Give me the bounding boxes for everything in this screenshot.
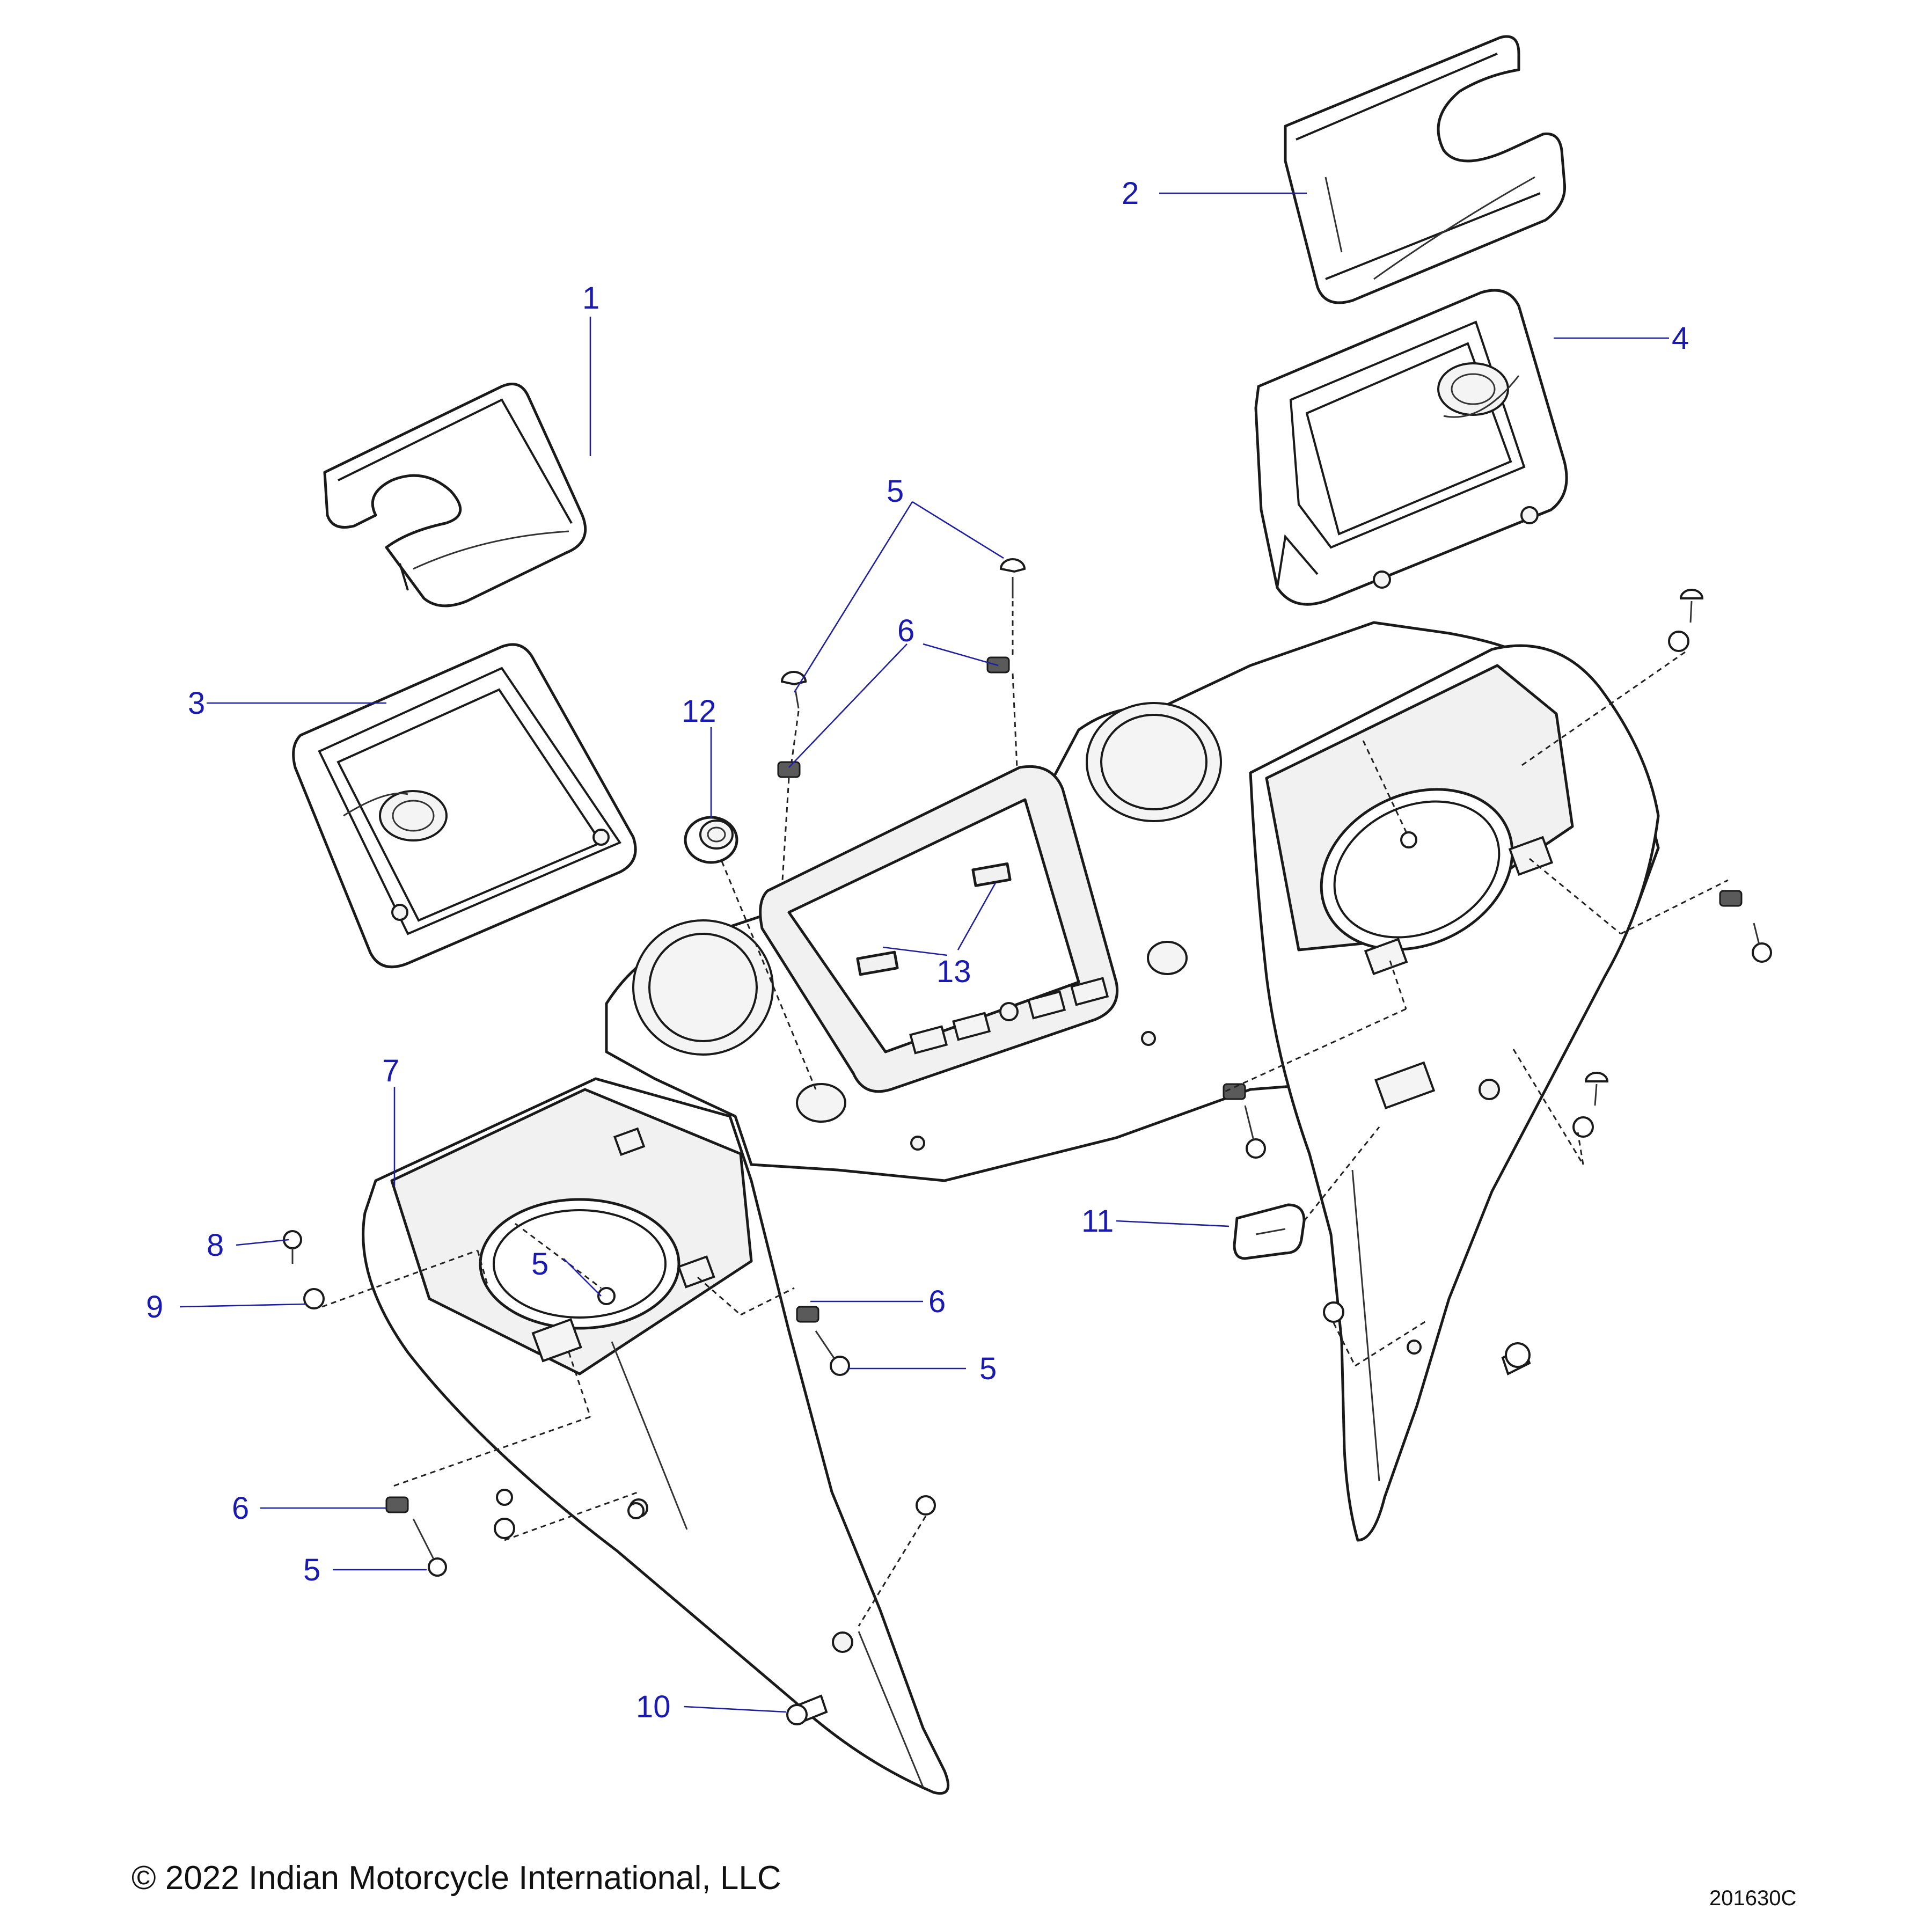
callout-2: 2 — [1122, 176, 1139, 211]
callout-13: 13 — [936, 954, 971, 989]
part-11-cover-plate — [1233, 1203, 1306, 1260]
callout-labels: 1 2 3 4 5 5 5 5 6 6 6 7 8 9 10 11 12 13 — [146, 176, 1689, 1724]
drawing-number: 201630C — [1709, 1886, 1796, 1910]
callout-6: 6 — [232, 1491, 249, 1526]
callout-6: 6 — [897, 613, 914, 648]
callout-5: 5 — [303, 1553, 320, 1587]
callout-leader-lines — [179, 192, 1669, 1713]
part-1-left-speaker-cover — [323, 383, 587, 608]
callout-11: 11 — [1081, 1204, 1114, 1239]
callout-9: 9 — [146, 1290, 163, 1324]
part-7-inner-fairing — [362, 621, 1660, 1795]
part-4-right-speaker-bezel — [1254, 289, 1568, 606]
callout-3: 3 — [188, 686, 205, 721]
hardware-fasteners — [283, 558, 1772, 1725]
callout-6: 6 — [928, 1284, 946, 1319]
part-12-trim-grommet — [684, 816, 738, 864]
part-3-left-speaker-bezel — [292, 643, 637, 969]
callout-5: 5 — [531, 1247, 548, 1282]
part-13-display-labels — [856, 862, 1012, 976]
copyright-notice: © 2022 Indian Motorcycle International, … — [131, 1860, 781, 1897]
part-2-right-speaker-cover — [1284, 35, 1567, 304]
callout-10: 10 — [636, 1689, 671, 1724]
callout-8: 8 — [207, 1228, 224, 1263]
callout-12: 12 — [682, 694, 716, 729]
assembly-dashed-lines — [321, 601, 1729, 1627]
callout-4: 4 — [1672, 321, 1689, 356]
callout-7: 7 — [382, 1053, 399, 1088]
callout-5: 5 — [887, 474, 904, 509]
callout-5: 5 — [979, 1351, 997, 1386]
callout-1: 1 — [582, 281, 599, 316]
